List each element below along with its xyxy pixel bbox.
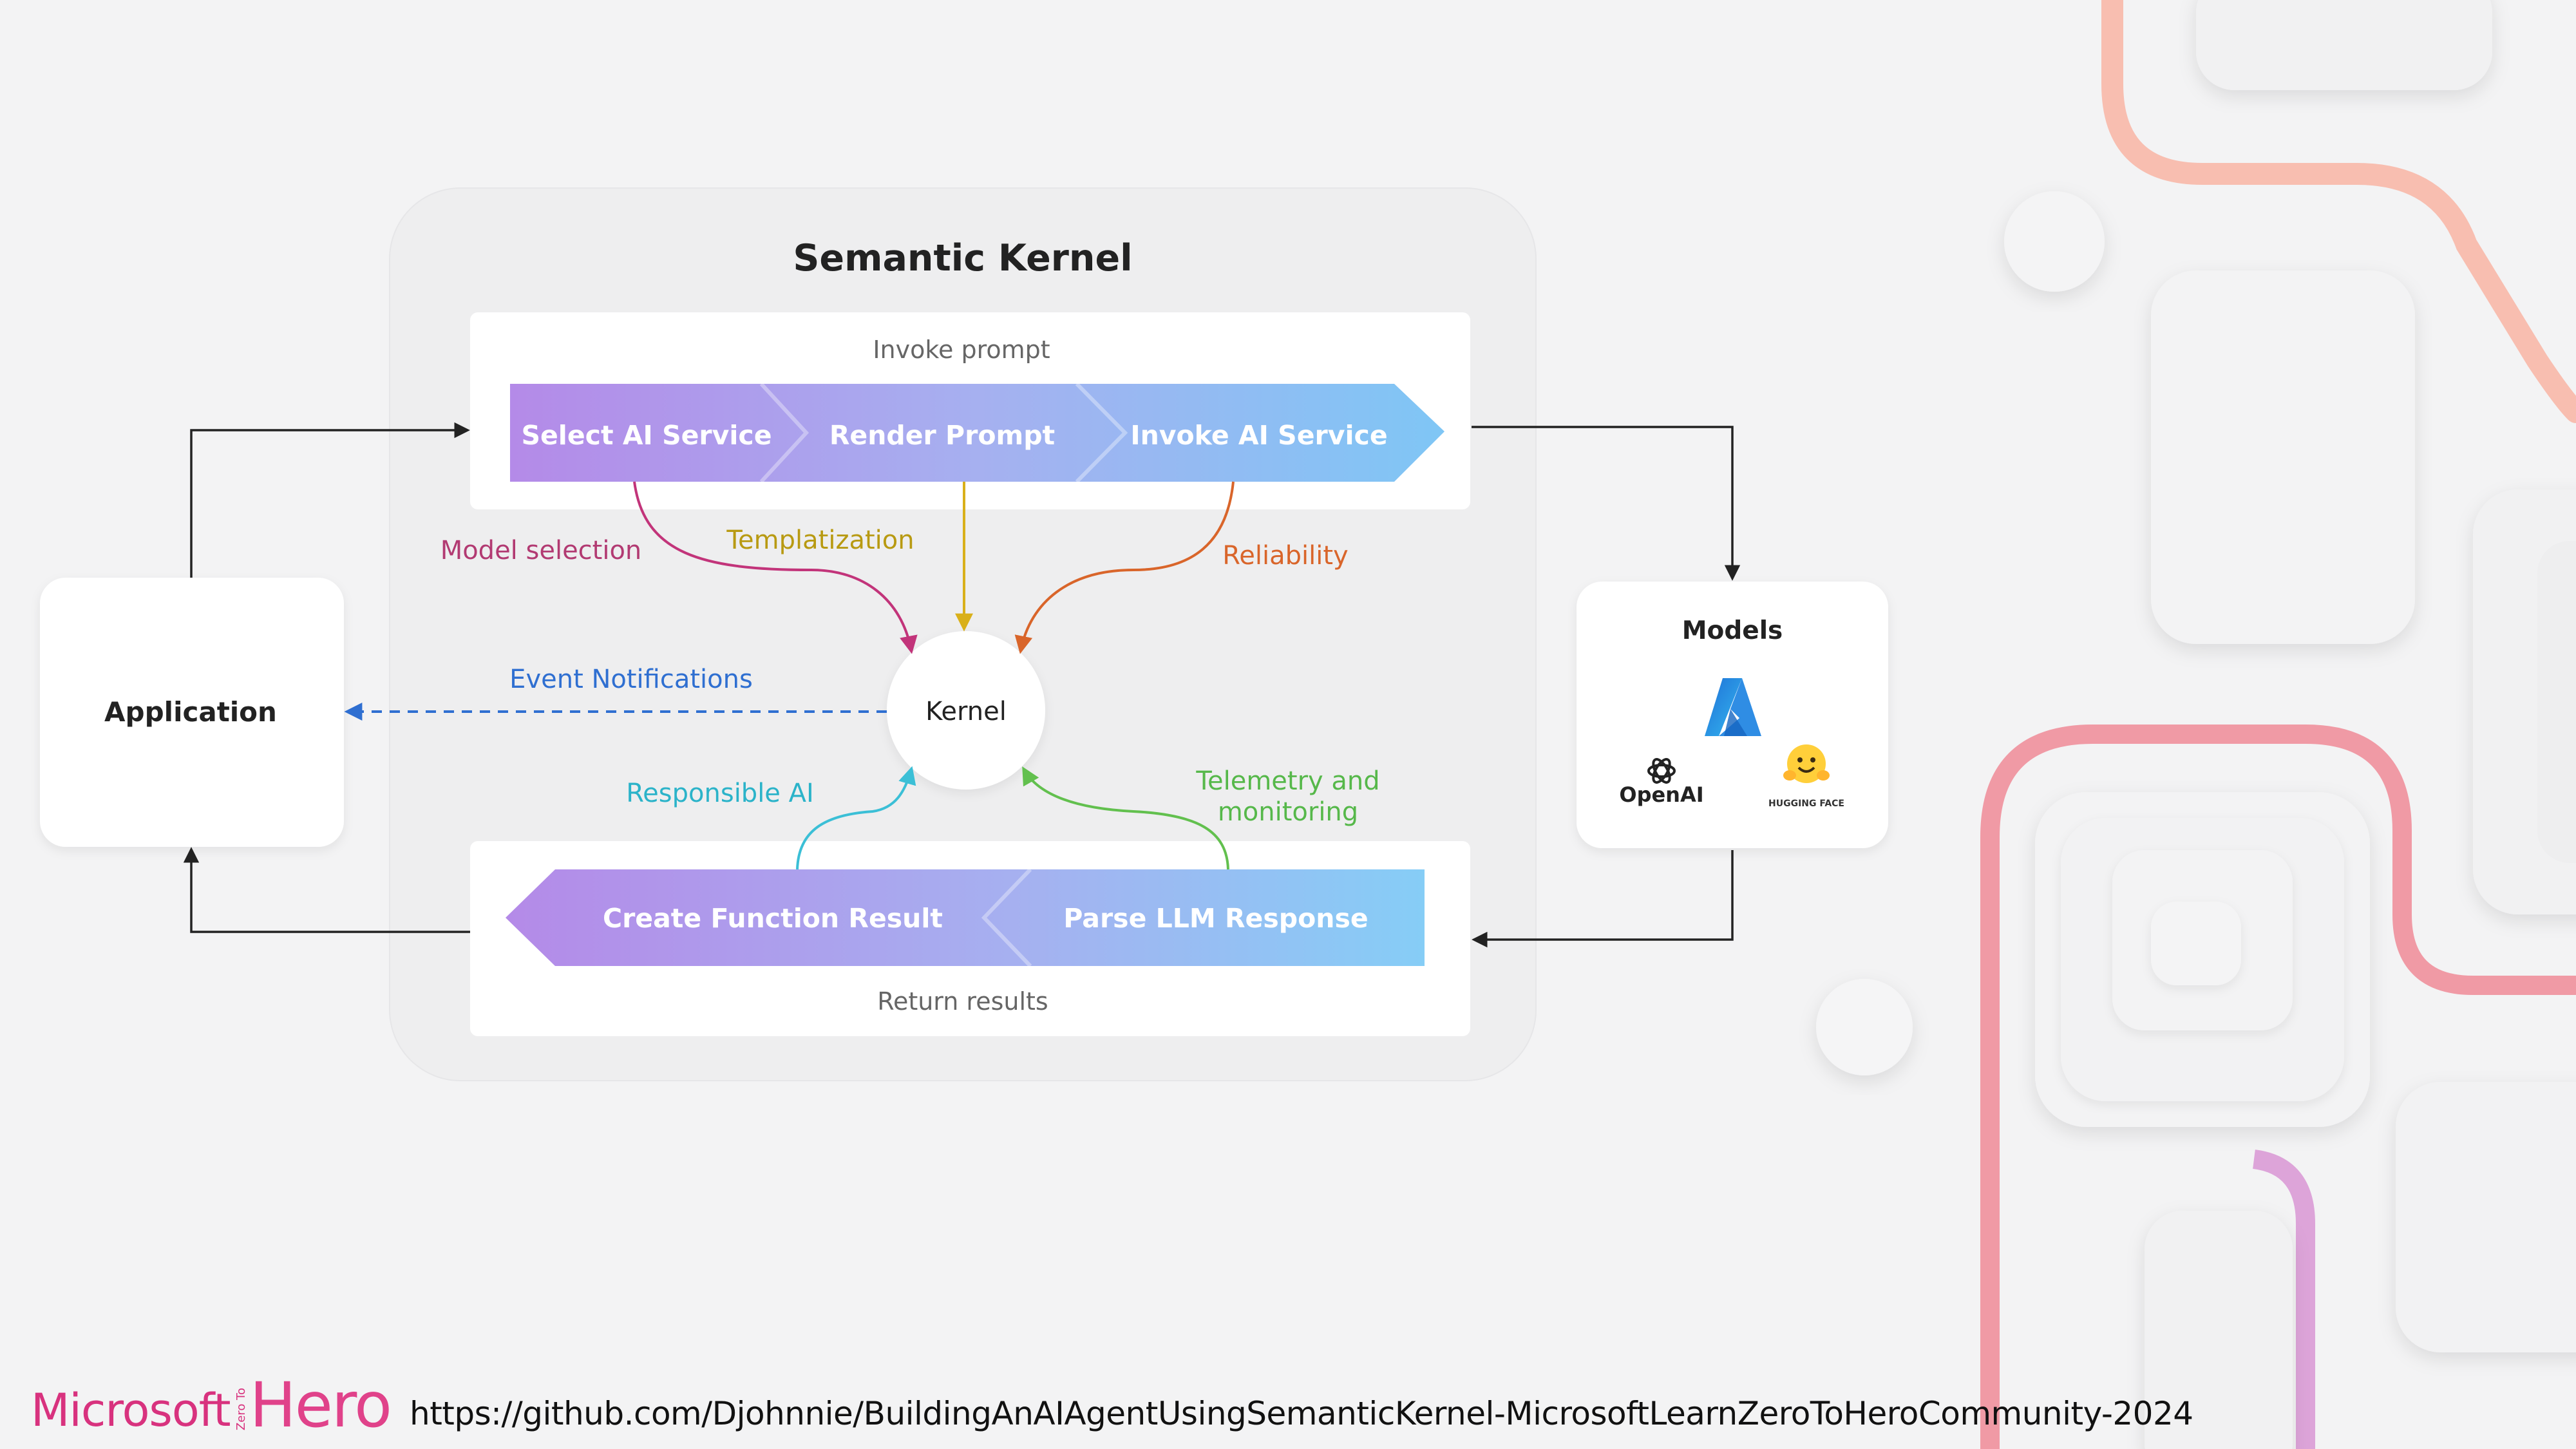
reliability-label: Reliability	[1222, 541, 1348, 571]
telemetry-label-line1: Telemetry and	[1195, 766, 1379, 796]
telemetry-arrow	[1022, 766, 1229, 870]
pipeline-top-divider	[1075, 382, 1128, 484]
invoke-to-models-arrow	[1472, 426, 1741, 581]
application-box	[40, 578, 344, 847]
responsible-ai-arrow	[796, 766, 916, 870]
diagram-title: Semantic Kernel	[793, 237, 1132, 279]
templatization-label: Templatization	[726, 526, 914, 555]
event-notifications-label: Event Notifications	[509, 665, 753, 694]
step-invoke-ai-service: Invoke AI Service	[1130, 420, 1387, 451]
pipeline-bottom-divider	[981, 867, 1032, 968]
models-to-return-arrow	[1472, 850, 1734, 948]
return-results-label: Return results	[877, 987, 1048, 1016]
azure-logo-icon	[1705, 678, 1761, 736]
step-parse-llm-response: Parse LLM Response	[1063, 903, 1368, 934]
pipeline-top-band	[510, 384, 1444, 482]
telemetry-label-line2: monitoring	[1218, 797, 1358, 827]
models-label: Models	[1682, 616, 1783, 645]
responsible-ai-label: Responsible AI	[626, 779, 814, 808]
microsoft-zero-to-hero-logo: Microsoft Zero To Hero	[31, 1362, 392, 1441]
app-to-invoke-arrow	[190, 422, 470, 578]
hugging-face-label: HUGGING FACE	[1768, 799, 1844, 809]
return-to-app-arrow	[183, 847, 470, 933]
invoke-prompt-label: Invoke prompt	[873, 336, 1050, 364]
hugging-face-logo-icon	[1783, 744, 1830, 783]
brand-zero-to: Zero To	[234, 1387, 248, 1430]
openai-logo-icon	[1647, 758, 1676, 784]
model-selection-label: Model selection	[440, 536, 642, 565]
openai-label: OpenAI	[1619, 782, 1703, 807]
kernel-label: Kernel	[925, 697, 1007, 726]
step-render-prompt: Render Prompt	[829, 420, 1055, 451]
application-label: Application	[104, 696, 277, 728]
reliability-arrow	[1014, 481, 1235, 654]
step-select-ai-service: Select AI Service	[521, 420, 772, 451]
kernel-node	[887, 631, 1045, 790]
brand-hero: Hero	[249, 1368, 392, 1441]
pipeline-bottom-band	[506, 869, 1425, 966]
decorative-background	[1816, 0, 2576, 1449]
pipeline-top-divider	[759, 382, 810, 484]
github-url[interactable]: https://github.com/Djohnnie/BuildingAnAI…	[410, 1395, 2193, 1432]
brand-microsoft: Microsoft	[31, 1384, 231, 1437]
step-create-function-result: Create Function Result	[603, 903, 943, 934]
model-selection-arrow	[633, 481, 918, 654]
